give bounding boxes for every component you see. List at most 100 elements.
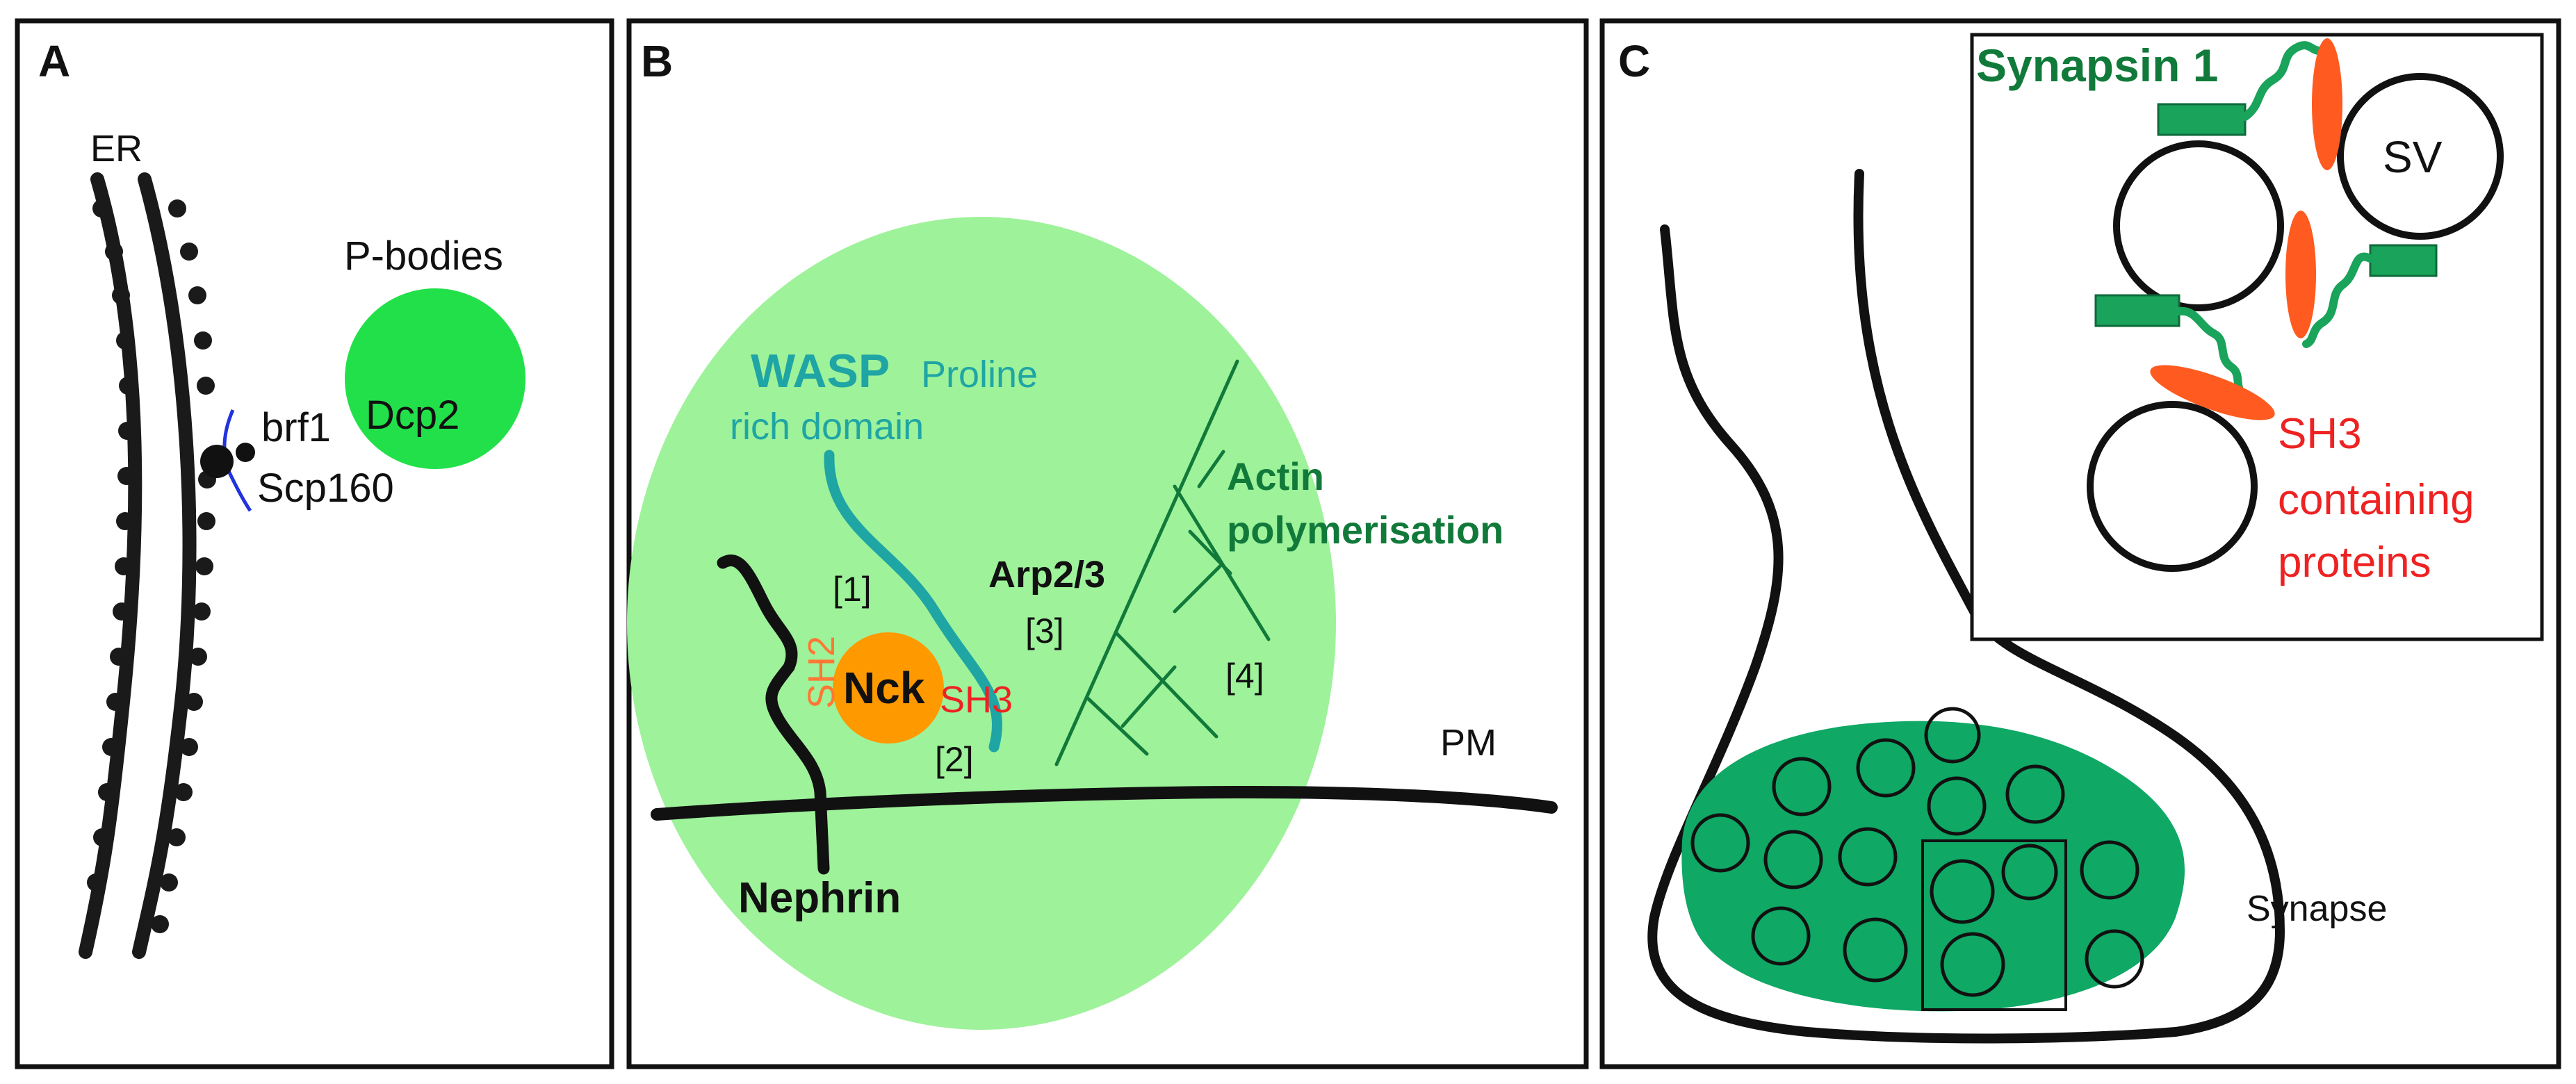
- er-membrane-outer: [79, 172, 142, 959]
- panel-a-letter: A: [38, 36, 70, 86]
- synaptic-vesicle: [2005, 764, 2065, 824]
- ribosome-dot: [115, 557, 133, 575]
- synaptic-vesicle: [1751, 906, 1811, 966]
- nephrin-label: Nephrin: [738, 874, 901, 922]
- panel-b-letter: B: [641, 36, 673, 86]
- arp23-label: Arp2/3: [988, 554, 1105, 596]
- synaptic-vesicle: [1772, 757, 1832, 816]
- ribosome-dot: [106, 693, 124, 711]
- sh3-containing-label-line3: proteins: [2278, 539, 2431, 586]
- ribosome-dot: [98, 783, 116, 801]
- synaptic-vesicle: [1763, 830, 1823, 889]
- sh3-protein: [2150, 365, 2275, 420]
- actin-filament: [1197, 450, 1225, 488]
- actin-filament: [1086, 696, 1149, 756]
- brf1-blob: [200, 445, 234, 478]
- proline-label-line1: Proline: [921, 354, 1038, 395]
- nephrin-strand: [717, 555, 830, 875]
- wasp-label: WASP: [751, 345, 890, 397]
- ribosome-dot: [188, 286, 206, 304]
- ribosome-dot: [112, 286, 130, 304]
- actin-network: [1054, 359, 1271, 766]
- panel-c: C Synapse SV: [1599, 18, 2561, 1069]
- synaptic-vesicles: [1690, 707, 2144, 997]
- synaptic-vesicle: [1927, 776, 1987, 836]
- synapsin-domain: [2094, 294, 2180, 327]
- ribosome-dot: [194, 331, 212, 350]
- proline-label-line2: rich domain: [730, 406, 924, 447]
- synaptic-vesicle: [1940, 932, 2005, 997]
- er-membrane-inner: [132, 172, 197, 959]
- er-label: ER: [90, 128, 142, 170]
- synapsin-label: Synapsin 1: [1976, 40, 2218, 91]
- nck-label: Nck: [843, 663, 925, 713]
- sh3-containing-label-line2: containing: [2278, 476, 2475, 524]
- ribosome-dot: [180, 243, 198, 261]
- ribosome-dot: [197, 377, 215, 395]
- synaptic-vesicle: [1843, 917, 1908, 983]
- ribosome-dot: [116, 512, 134, 530]
- sh3-proteins: [2150, 38, 2342, 420]
- p-body: [345, 288, 525, 469]
- sh3-containing-label-line1: SH3: [2278, 410, 2362, 458]
- step-label-3: [3]: [1025, 611, 1064, 650]
- sh3-domain-label: SH3: [940, 679, 1013, 721]
- nck-protein: [833, 632, 944, 744]
- ribosome-dot: [87, 873, 105, 892]
- ribosome-dot: [185, 693, 203, 711]
- synapsin-molecules: [2094, 41, 2438, 397]
- step-label-2: [2]: [935, 740, 974, 779]
- ribosome-dot: [168, 199, 186, 217]
- actin-filament: [1173, 564, 1222, 614]
- synaptic-vesicle: [1856, 738, 1916, 798]
- synapsin-tail: [2302, 252, 2374, 348]
- synapsin-domain: [2157, 103, 2247, 136]
- ribosome-dot: [180, 738, 198, 756]
- step-label-1: [1]: [833, 570, 872, 609]
- actin-label-line1: Actin: [1227, 454, 1324, 498]
- actin-filament: [1114, 630, 1218, 739]
- inset-vesicle-sv: [2337, 73, 2504, 240]
- synaptic-vesicle: [1838, 827, 1898, 887]
- ribosome-dot: [189, 648, 207, 666]
- ribosome-dot: [110, 648, 128, 666]
- wasp-strand: [824, 450, 1002, 753]
- sv-label: SV: [2383, 132, 2443, 182]
- ribosome-dot: [195, 557, 213, 575]
- ribosome-dot: [160, 873, 178, 892]
- ribosome-dot: [93, 828, 111, 846]
- synapsin-tail: [2175, 306, 2246, 397]
- panel-a-frame: [15, 18, 614, 1069]
- ribosome-dot: [102, 738, 120, 756]
- sh3-protein: [2312, 38, 2342, 170]
- ribosome-dot: [174, 783, 193, 801]
- synapsin-domain: [2369, 244, 2438, 277]
- ribosome-dot: [117, 467, 136, 485]
- synaptic-vesicle: [2001, 844, 2058, 901]
- panel-a: A ER: [15, 18, 614, 1069]
- synaptic-vesicle: [2080, 840, 2139, 900]
- cell-body: [627, 217, 1336, 1030]
- ribosome-dot: [119, 377, 137, 395]
- ribosome-dot: [113, 602, 131, 621]
- scp160-label: Scp160: [257, 466, 394, 511]
- ribosome-dot: [116, 331, 134, 350]
- sh2-domain-label: SH2: [801, 636, 842, 709]
- zoom-region-box: [1921, 839, 2067, 1011]
- ribosome-dot: [151, 915, 169, 933]
- step-label-4: [4]: [1225, 657, 1264, 696]
- synapsin-tail: [2241, 41, 2329, 121]
- synaptic-vesicle: [1924, 707, 1981, 764]
- brf1-blob-small: [236, 443, 255, 462]
- inset-frame: [1970, 33, 2544, 641]
- pm-label: PM: [1440, 722, 1497, 764]
- actin-label-line2: polymerisation: [1227, 508, 1503, 552]
- sh3-protein: [2285, 211, 2316, 338]
- ribosome-dot: [197, 512, 215, 530]
- ribosome-dot: [105, 243, 123, 261]
- synaptic-vesicle: [1930, 859, 1995, 924]
- p-bodies-label: P-bodies: [344, 233, 503, 279]
- panel-c-letter: C: [1618, 36, 1650, 86]
- ribosome-dot: [92, 199, 111, 217]
